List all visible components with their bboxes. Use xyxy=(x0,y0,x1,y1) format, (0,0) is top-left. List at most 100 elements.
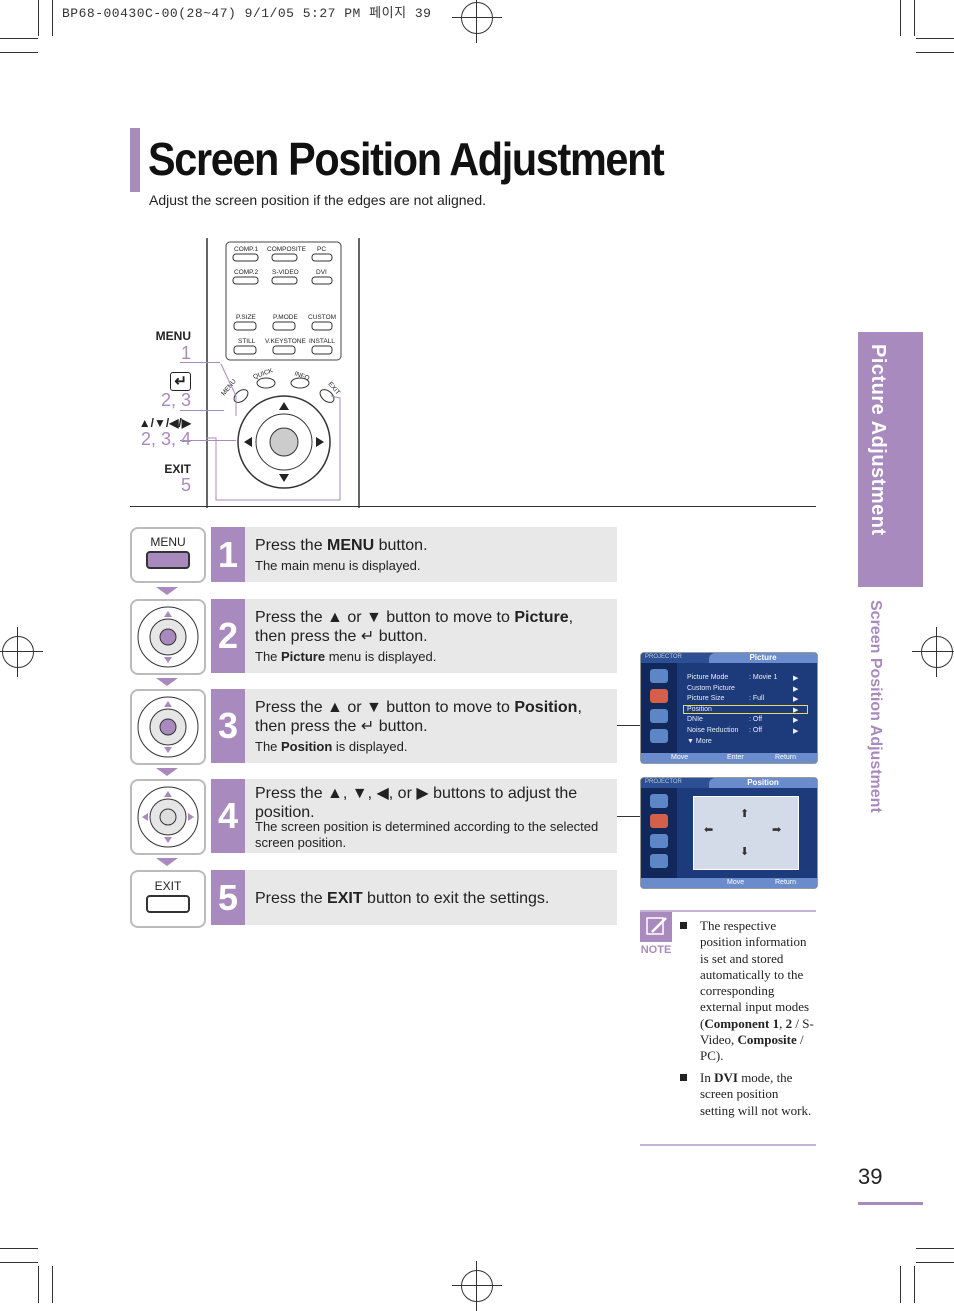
btn-still-label: STILL xyxy=(238,338,256,345)
remote-label-exit: EXIT xyxy=(164,462,191,476)
osd-brand: PROJECTOR xyxy=(645,654,682,660)
bullet-icon xyxy=(680,1074,687,1081)
crop-mark xyxy=(900,0,901,36)
crop-mark xyxy=(900,1266,901,1303)
section-divider xyxy=(130,506,816,507)
input-icon xyxy=(650,669,668,683)
leader-line xyxy=(180,440,236,441)
crop-mark xyxy=(0,52,38,53)
step-arrow-icon xyxy=(156,678,178,686)
step-detail: The Position is displayed. xyxy=(255,739,408,754)
page-number: 39 xyxy=(858,1164,883,1189)
remote-steps-arrows: 2, 3, 4 xyxy=(140,429,191,449)
crop-mark xyxy=(38,1266,39,1303)
osd-row: Picture Size: Full▶ xyxy=(687,695,799,703)
connector-line xyxy=(617,816,640,817)
osd-title: Picture xyxy=(709,653,817,663)
step-number: 4 xyxy=(211,779,245,853)
menu-icon-label: MENU xyxy=(150,535,186,549)
step-number: 5 xyxy=(211,870,245,925)
step-5: 5 Press the EXIT button to exit the sett… xyxy=(211,870,617,925)
leader-line xyxy=(180,410,224,411)
remote-control-illustration: COMP.1 COMPOSITE PC COMP.2 S-VIDEO DVI P… xyxy=(206,238,360,508)
section-tab: Picture Adjustment xyxy=(858,332,923,587)
crop-mark xyxy=(38,0,39,36)
crop-mark xyxy=(916,1262,954,1263)
step-detail: The screen position is determined accord… xyxy=(255,819,599,850)
btn-psize-label: P.SIZE xyxy=(236,314,256,321)
osd-sidebar xyxy=(641,788,677,878)
step1-menu-button-icon: MENU xyxy=(130,527,206,583)
subsection-label: Screen Position Adjustment xyxy=(867,600,884,813)
btn-dvi-label: DVI xyxy=(316,269,327,276)
osd-row: ▼ More xyxy=(687,738,712,745)
step-arrow-icon xyxy=(156,858,178,866)
btn-pc-label: PC xyxy=(317,246,326,253)
step-number: 2 xyxy=(211,599,245,673)
registration-mark xyxy=(0,627,43,677)
registration-mark xyxy=(452,0,502,43)
move-down-icon: ⬇ xyxy=(740,846,750,858)
note-item-1: The respective position information is s… xyxy=(680,918,816,1065)
remote-label-enter: ↵ xyxy=(121,372,191,391)
step2-arrow-pad-icon xyxy=(130,599,206,675)
btn-comp2-label: COMP.2 xyxy=(234,269,258,276)
note-item-2: In DVI mode, the screen position setting… xyxy=(680,1070,816,1119)
move-left-icon: ⬅ xyxy=(704,824,714,836)
registration-mark xyxy=(452,1261,502,1311)
step-number: 3 xyxy=(211,689,245,763)
osd-row: Noise Reduction: Off▶ xyxy=(687,727,799,735)
step-1: 1 Press the MENU button. The main menu i… xyxy=(211,527,617,582)
setup-icon xyxy=(650,834,668,848)
picture-icon xyxy=(650,689,668,703)
osd-brand: PROJECTOR xyxy=(645,779,682,785)
exit-key-icon xyxy=(146,895,190,913)
step-detail: The Picture menu is displayed. xyxy=(255,649,437,664)
btn-info-label: INFO xyxy=(293,370,310,382)
crop-mark xyxy=(0,1262,38,1263)
btn-vkeystone-label: V.KEYSTONE xyxy=(265,338,306,345)
osd-sidebar xyxy=(641,663,677,753)
registration-mark xyxy=(912,627,954,677)
crop-mark xyxy=(52,0,53,36)
crop-mark xyxy=(916,1248,954,1249)
remote-label-menu: MENU xyxy=(155,329,191,343)
step-number: 1 xyxy=(211,527,245,582)
section-tab-label: Picture Adjustment xyxy=(867,344,889,536)
osd-title: Position xyxy=(709,778,817,788)
menu-key-icon xyxy=(146,551,190,569)
crop-mark xyxy=(916,38,954,39)
step-arrow-icon xyxy=(156,587,178,595)
step-instruction: Press the EXIT button to exit the settin… xyxy=(255,890,550,907)
osd-row: DNIe: Off▶ xyxy=(687,716,799,724)
position-preview-area: ⬆ ⬇ ⬅ ➡ xyxy=(693,796,799,870)
exit-icon-label: EXIT xyxy=(154,879,182,893)
page-subtitle: Adjust the screen position if the edges … xyxy=(149,192,486,208)
osd-row: Custom Picture▶ xyxy=(687,685,799,693)
note-pencil-icon xyxy=(640,912,672,942)
btn-comp1-label: COMP.1 xyxy=(234,246,258,253)
remote-steps-enter: 2, 3 xyxy=(160,390,191,410)
step-arrow-icon xyxy=(156,768,178,776)
btn-svideo-label: S-VIDEO xyxy=(272,269,299,276)
picture-icon xyxy=(650,814,668,828)
bullet-icon xyxy=(680,922,687,929)
input-icon xyxy=(650,794,668,808)
step5-exit-button-icon: EXIT xyxy=(130,870,206,928)
osd-row: Picture Mode: Movie 1▶ xyxy=(687,674,799,682)
step3-arrow-pad-icon xyxy=(130,689,206,765)
enter-icon: ↵ xyxy=(170,372,191,391)
move-up-icon: ⬆ xyxy=(740,808,750,820)
step-3: 3 Press the ▲ or ▼ button to move to Pos… xyxy=(211,689,617,763)
note-label: NOTE xyxy=(640,944,672,956)
crop-mark xyxy=(914,1266,915,1303)
note-box xyxy=(640,910,816,1146)
page-number-underline xyxy=(858,1202,923,1205)
remote-steps-exit: 5 xyxy=(180,475,191,495)
crop-mark xyxy=(914,0,915,36)
step-instruction: Press the MENU button. xyxy=(255,537,428,554)
step-2: 2 Press the ▲ or ▼ button to move to Pic… xyxy=(211,599,617,673)
